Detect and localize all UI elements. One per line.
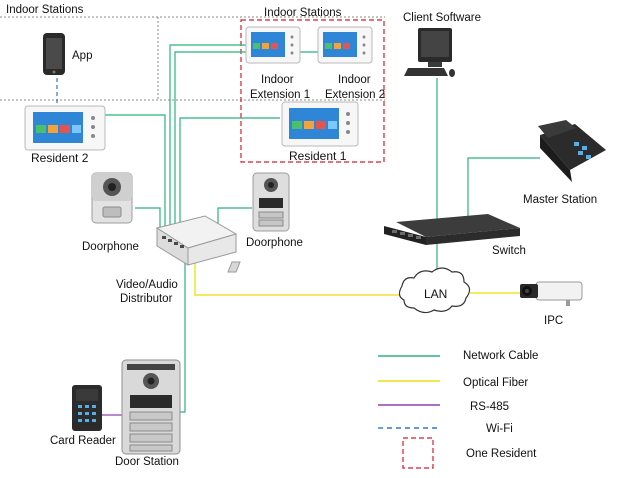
switch-icon	[384, 214, 520, 245]
lan-label: LAN	[424, 287, 447, 301]
card-reader-icon	[72, 385, 102, 431]
legend-resident-label: One Resident	[466, 448, 537, 460]
legend-wifi-label: Wi-Fi	[486, 423, 513, 435]
computer-icon	[404, 28, 455, 77]
indoor-ext2-label-line2: Extension 2	[325, 89, 385, 101]
door-station-label: Door Station	[115, 456, 179, 468]
indoor-monitor-icon	[24, 105, 106, 151]
phone-icon	[43, 33, 65, 75]
fiber-distributor-lan	[194, 255, 402, 296]
optical-fibers	[194, 255, 520, 296]
cable-master-station	[467, 157, 540, 222]
card-reader-label: Card Reader	[50, 435, 116, 447]
resident2-label: Resident 2	[31, 151, 89, 165]
cable-resident2	[105, 114, 166, 232]
doorphone-right-icon	[252, 172, 290, 232]
distributor-label-line2: Distributor	[120, 293, 173, 305]
legend-rs485-label: RS-485	[470, 401, 509, 413]
ipc-camera-icon	[520, 281, 583, 306]
indoor-ext1-label-line1: Indoor	[261, 74, 294, 86]
legend-network-label: Network Cable	[463, 350, 538, 362]
door-station-icon	[121, 359, 181, 455]
master-station-icon	[538, 120, 606, 182]
resident-boundary	[240, 19, 385, 163]
distributor-icon	[155, 215, 241, 273]
doorphone-right-label: Doorphone	[246, 237, 303, 249]
doorphone-left-icon	[91, 172, 133, 224]
app-label: App	[72, 50, 92, 62]
switch-label: Switch	[492, 245, 526, 257]
master-station-label: Master Station	[523, 194, 597, 206]
client-software-label: Client Software	[403, 12, 481, 24]
cloud-icon	[398, 267, 471, 314]
ipc-label: IPC	[544, 315, 563, 327]
cable-doorphone-left	[135, 207, 161, 232]
legend-optical-label: Optical Fiber	[463, 377, 528, 389]
indoor-extension1-icon	[245, 26, 301, 64]
zone-label-left: Indoor Stations	[6, 4, 84, 16]
zone-boundaries	[0, 16, 385, 163]
resident1-monitor-icon	[281, 101, 359, 147]
legend: Network Cable Optical Fiber RS-485 Wi-Fi…	[378, 350, 538, 469]
zone-label-center: Indoor Stations	[264, 7, 342, 19]
indoor-ext2-label-line1: Indoor	[338, 74, 371, 86]
doorphone-left-label: Doorphone	[82, 241, 139, 253]
indoor-ext1-label-line2: Extension 1	[250, 89, 310, 101]
legend-resident-swatch	[402, 437, 434, 469]
cable-resident1	[179, 117, 280, 232]
distributor-label-line1: Video/Audio	[116, 279, 178, 291]
resident1-label: Resident 1	[289, 149, 347, 163]
indoor-extension2-icon	[317, 26, 373, 64]
